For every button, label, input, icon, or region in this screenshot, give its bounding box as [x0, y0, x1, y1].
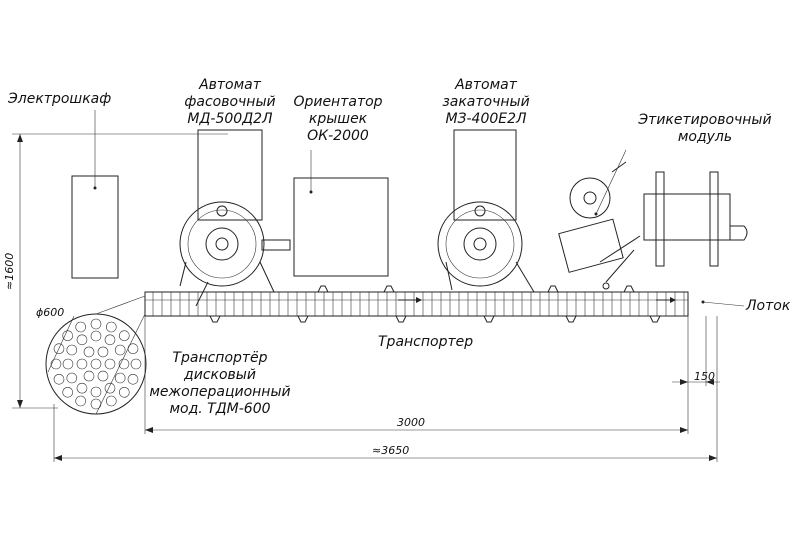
tray-label: Лоток — [745, 298, 791, 314]
filler-label-line2: фасовочный — [184, 94, 275, 110]
bottle-circle — [127, 373, 139, 385]
electrical-cabinet — [71, 110, 119, 279]
disc-diameter-dimension: ϕ600 — [36, 306, 64, 319]
bottle-circle — [114, 344, 126, 356]
total-length-dimension: ≈3650 — [372, 444, 409, 457]
bottle-circle — [50, 358, 62, 370]
bottle-circle — [130, 358, 142, 370]
bottle-circle — [76, 382, 88, 394]
capper-label-line1: Автомат — [454, 77, 518, 93]
bottle-circle — [90, 318, 102, 330]
bottle-circle — [104, 382, 116, 394]
filling-machine — [179, 129, 291, 293]
bottle-circle — [90, 358, 102, 370]
bottle-circle — [119, 386, 130, 398]
bottle-circle — [106, 321, 117, 333]
orienter-label-line2: крышек — [309, 111, 368, 127]
cap-orienter — [293, 150, 389, 277]
capper-label-line2: закаточный — [442, 94, 529, 110]
filler-label-line3: МД-500Д2Л — [187, 111, 273, 127]
bottle-circle — [118, 358, 130, 370]
bottle-circle — [104, 334, 116, 346]
cabinet-label: Электрошкаф — [7, 91, 111, 107]
bottle-circle — [104, 358, 116, 370]
disc-transporter — [45, 295, 147, 415]
labeler-label-line1: Этикетировочный — [637, 112, 771, 128]
bottle-circle — [83, 370, 95, 382]
bottle-circle — [83, 346, 95, 358]
bottle-circle — [66, 372, 78, 384]
dimension-lines — [12, 133, 720, 462]
bottle-circle — [75, 321, 86, 333]
bottle-circle — [62, 330, 73, 342]
labeler-label-line2: модуль — [678, 129, 732, 145]
bottle-circle — [62, 358, 74, 370]
bottle-circle — [90, 330, 102, 342]
filler-label-line1: Автомат — [198, 77, 262, 93]
conveyor — [144, 281, 745, 323]
disc-label-line1: Транспортёр — [172, 350, 267, 366]
orienter-label-line3: ОК-2000 — [307, 128, 369, 144]
orienter-label-line1: Ориентатор — [293, 94, 382, 110]
bottle-circle — [90, 386, 102, 398]
bottle-circle — [76, 358, 88, 370]
capping-machine — [437, 129, 535, 293]
height-dimension: ≈1600 — [3, 253, 16, 290]
disc-label-line3: межоперационный — [149, 384, 290, 400]
bottle-circle — [62, 386, 73, 398]
labeling-module — [558, 149, 748, 290]
bottle-circle — [53, 373, 65, 385]
bottle-circle — [106, 395, 117, 407]
disc-label-line4: мод. ТДМ-600 — [169, 401, 270, 417]
bottle-circle — [76, 334, 88, 346]
bottle-circle — [66, 344, 78, 356]
conveyor-slats — [152, 292, 685, 316]
bottle-circle — [97, 370, 109, 382]
disc-bottles — [50, 318, 142, 410]
bottle-circle — [97, 346, 109, 358]
conveyor-length-dimension: 3000 — [397, 416, 425, 429]
bottle-circle — [114, 372, 126, 384]
bottle-circle — [53, 343, 65, 355]
capper-label-line3: МЗ-400Е2Л — [445, 111, 527, 127]
conveyor-label: Транспортер — [378, 334, 473, 350]
offset-dimension: 150 — [694, 370, 715, 383]
bottle-circle — [119, 330, 130, 342]
disc-label-line2: дисковый — [183, 367, 256, 383]
bottle-circle — [75, 395, 86, 407]
